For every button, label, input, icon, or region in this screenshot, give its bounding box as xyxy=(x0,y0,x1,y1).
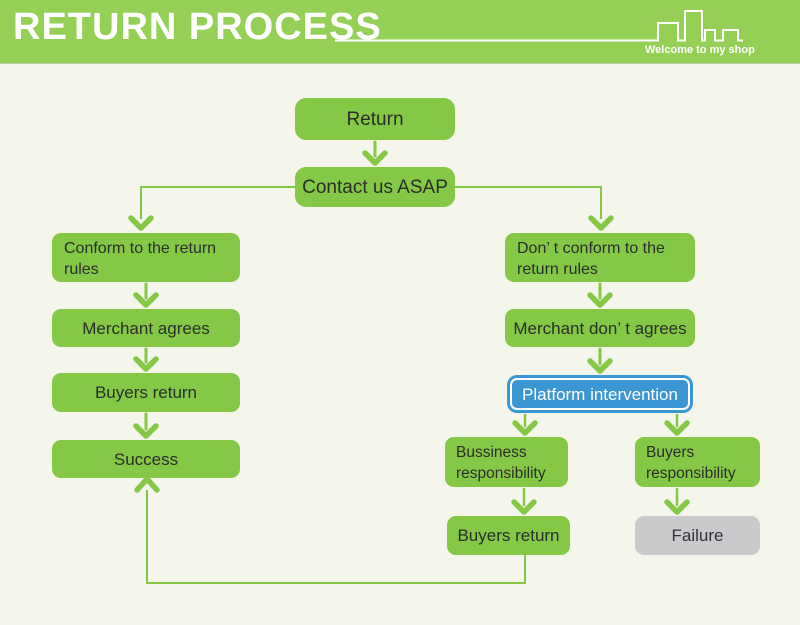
node-label: Merchant agrees xyxy=(82,318,210,338)
node-label: Don’ t conform to the return rules xyxy=(517,239,665,278)
node-label: Platform intervention xyxy=(522,384,678,404)
shop-tagline: Welcome to my shop xyxy=(645,44,755,56)
node-label: Buyers return xyxy=(457,526,560,545)
node-return: Return xyxy=(295,98,455,140)
node-label: Bussiness responsibility xyxy=(456,444,546,482)
node-bussiness-responsibility: Bussiness responsibility xyxy=(445,437,568,487)
node-label: Success xyxy=(113,449,179,469)
header-banner: RETURN PROCESS Welcome to my shop xyxy=(0,0,800,63)
node-failure: Failure xyxy=(635,516,760,555)
node-label: Buyers responsibility xyxy=(646,444,736,482)
node-merchant-agrees: Merchant agrees xyxy=(52,309,240,347)
node-label: Buyers return xyxy=(94,383,198,402)
node-buyers-responsibility: Buyers responsibility xyxy=(635,437,760,487)
node-dont-conform-to-rules: Don’ t conform to the return rules xyxy=(505,233,695,282)
node-label: Conform to the return rules xyxy=(64,239,217,278)
node-success: Success xyxy=(52,440,240,478)
node-buyers-return-left: Buyers return xyxy=(52,373,240,412)
node-conform-to-rules: Conform to the return rules xyxy=(52,233,240,282)
node-label: Contact us ASAP xyxy=(302,176,448,198)
node-merchant-dont-agrees: Merchant don’ t agrees xyxy=(505,309,695,347)
node-buyers-return-right: Buyers return xyxy=(447,516,570,555)
node-label: Merchant don’ t agrees xyxy=(513,318,687,338)
city-skyline-icon xyxy=(335,10,743,42)
node-platform-intervention: Platform intervention xyxy=(507,375,693,413)
node-contact-us-asap: Contact us ASAP xyxy=(295,167,455,207)
page-title: RETURN PROCESS xyxy=(13,6,382,48)
node-label: Return xyxy=(346,108,404,130)
node-label: Failure xyxy=(671,526,724,545)
